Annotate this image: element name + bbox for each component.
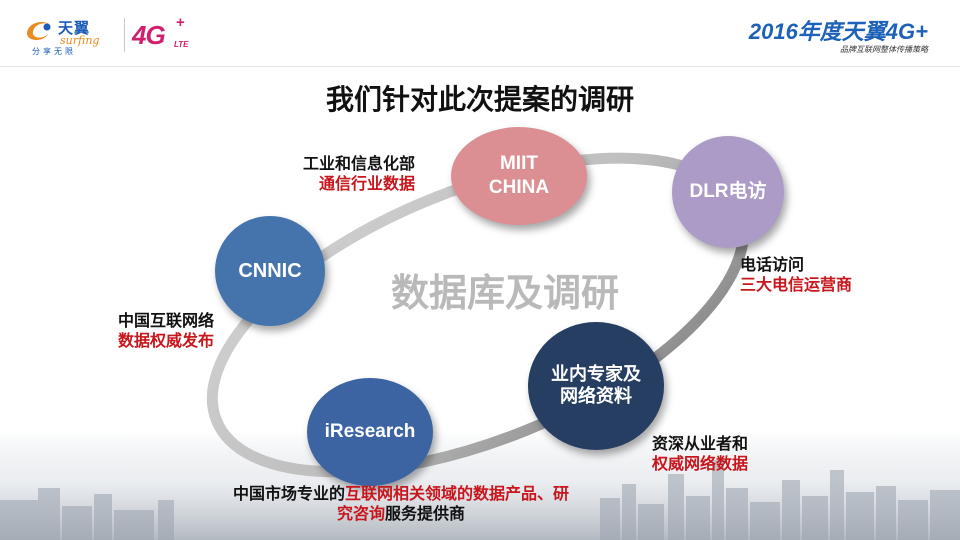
node-dlr-phone-survey: DLR电访 [672, 136, 784, 248]
node-iresearch: iResearch [307, 378, 433, 486]
brand-plus-mark: + [176, 14, 185, 31]
annotation-expert-line2: 权威网络数据 [652, 454, 749, 473]
telecom-logo: 天翼 surfing 分享无限 4G + LTE [24, 14, 189, 58]
annotation-iresearch-line2-red: 究咨询 [336, 504, 385, 523]
annotation-cnnic: 中国互联网络 数据权威发布 [118, 311, 214, 351]
header-bar: 天翼 surfing 分享无限 4G + LTE 2016年度天翼4G+ 品牌互… [0, 0, 960, 66]
header-title: 2016年度天翼4G+ [748, 19, 928, 44]
node-miit-china: MIIT CHINA [451, 127, 587, 225]
node-miit-label: MIIT CHINA [488, 153, 550, 198]
header-divider [0, 66, 960, 67]
annotation-iresearch-line1-black: 中国市场专业的 [232, 484, 345, 503]
annotation-dlr-line2: 三大电信运营商 [740, 275, 853, 294]
annotation-cnnic-line1: 中国互联网络 [118, 311, 215, 330]
annotation-cnnic-line2: 数据权威发布 [118, 331, 215, 350]
header-subtitle: 品牌互联网整体传播策略 [840, 45, 928, 54]
node-cnnic: CNNIC [215, 216, 325, 326]
node-industry-experts: 业内专家及 网络资料 [528, 322, 664, 450]
logo-divider [124, 18, 125, 52]
annotation-miit: 工业和信息化部 通信行业数据 [303, 154, 415, 194]
annotation-iresearch-row1: 中国市场专业的互联网相关领域的数据产品、研 [196, 484, 606, 504]
logo-slogan: 分享无限 [32, 47, 76, 56]
page-title: 我们针对此次提案的调研 [325, 83, 634, 116]
annotation-miit-line2: 通信行业数据 [319, 174, 416, 193]
annotation-iresearch: 中国市场专业的互联网相关领域的数据产品、研 究咨询服务提供商 [196, 484, 606, 524]
annotation-dlr-line1: 电话访问 [740, 255, 805, 274]
annotation-miit-line1: 工业和信息化部 [303, 154, 416, 173]
annotation-iresearch-line2-black: 服务提供商 [385, 504, 466, 523]
brand-4g-mark: 4G [132, 20, 166, 50]
node-expert-label: 业内专家及 网络资料 [551, 363, 641, 408]
annotation-iresearch-line1-red: 互联网相关领域的数据产品、研 [345, 484, 570, 503]
annotation-expert-line1: 资深从业者和 [652, 434, 749, 453]
logo-surfing-text: surfing [60, 34, 100, 47]
center-label: 数据库及调研 [390, 271, 619, 315]
node-iresearch-label: iResearch [324, 421, 416, 443]
node-dlr-label: DLR电访 [689, 181, 767, 203]
node-cnnic-label: CNNIC [238, 259, 302, 282]
annotation-dlr: 电话访问 三大电信运营商 [740, 255, 852, 295]
annotation-expert: 资深从业者和 权威网络数据 [652, 434, 748, 474]
annotation-iresearch-row2: 究咨询服务提供商 [196, 504, 606, 524]
brand-lte-mark: LTE [174, 40, 189, 49]
logo-name: 天翼 [58, 19, 91, 37]
surfing-swirl-icon [27, 22, 51, 40]
